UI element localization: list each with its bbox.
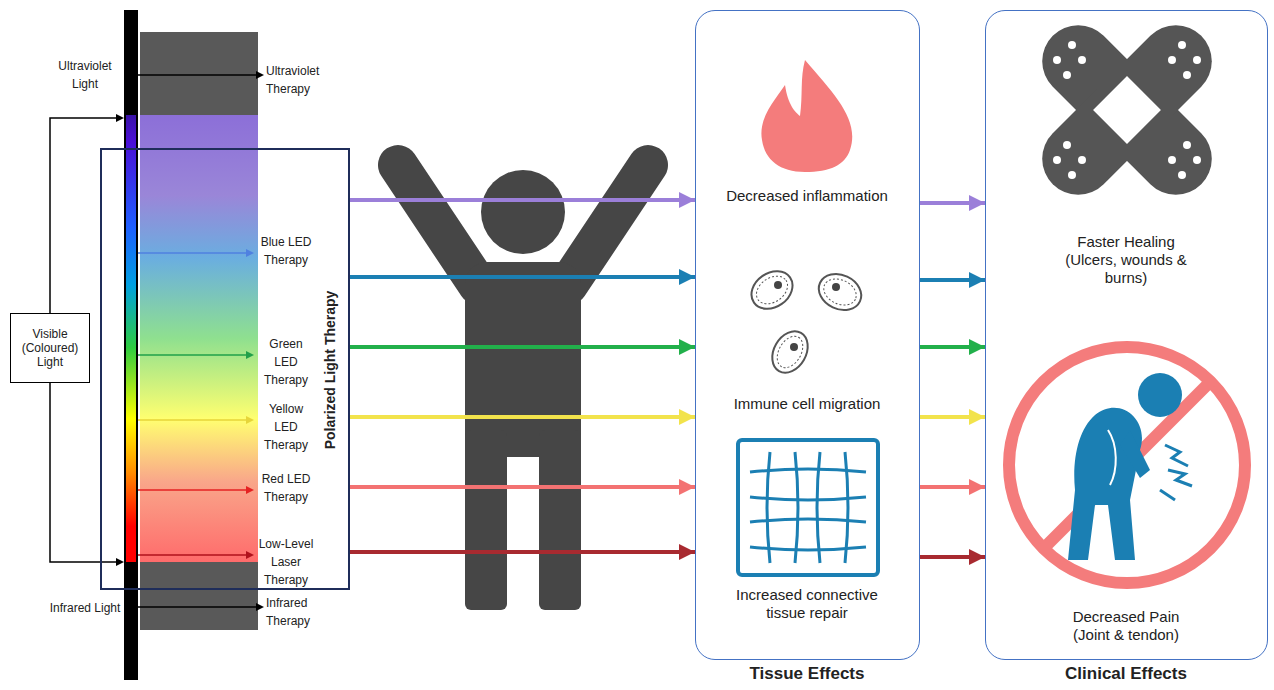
spectrum-label-slot: Blue LED Therapy (256, 232, 316, 268)
effect-arrow (920, 345, 985, 349)
effect-text: Decreased Pain (Joint & tendon) (1073, 608, 1180, 643)
effect-arrow (350, 275, 695, 279)
bracket-arrowhead (116, 558, 124, 566)
effect-arrow (920, 485, 985, 489)
spectrum-label: Yellow LED Therapy (264, 402, 308, 452)
leader-lines (138, 71, 264, 611)
spectrum-label: Infrared Light (50, 601, 121, 615)
effect-arrow (350, 198, 695, 202)
spectrum-label-slot: Yellow LED Therapy (256, 399, 316, 453)
effect-arrow (350, 550, 695, 554)
effect-arrow (920, 201, 985, 205)
group-title: Polarized Light Therapy (322, 291, 338, 450)
effect-text-slot: Clinical Effects (986, 664, 1266, 684)
spectrum-label: Red LED Therapy (262, 472, 311, 504)
tissue-effects-panel: Decreased inflammationImmune cell migrat… (695, 10, 920, 660)
effect-text-slot: Tissue Effects (686, 664, 928, 684)
clinical-effects-panel: Faster Healing (Ulcers, wounds & burns) D… (985, 10, 1268, 660)
effect-text-slot: Immune cell migration (704, 395, 910, 413)
spectrum-gradient (126, 115, 136, 562)
effect-text: Increased connective tissue repair (736, 586, 878, 621)
effect-arrow (350, 485, 695, 489)
effect-arrow (920, 555, 985, 559)
spectrum-label-slot: Low-Level Laser Therapy (256, 534, 316, 588)
spectrum-label: Green LED Therapy (264, 337, 308, 387)
spectrum-label-slot: Ultraviolet Light (48, 56, 122, 92)
spectrum-label: Ultraviolet Light (58, 59, 111, 91)
effect-arrow (350, 345, 695, 349)
effect-text: Immune cell migration (734, 395, 881, 412)
effect-text: Clinical Effects (1065, 664, 1187, 683)
no-pain-icon (1009, 347, 1245, 583)
effect-text-slot: Faster Healing (Ulcers, wounds & burns) (1051, 233, 1201, 287)
spectrum-label-slot: Infrared Light (48, 598, 122, 616)
bracket-label-box: Visible (Coloured) Light (10, 313, 90, 383)
uv-band (140, 32, 258, 115)
visible-band (140, 115, 258, 562)
effect-arrow (920, 415, 985, 419)
bandage-icon (1027, 10, 1226, 209)
therapy-group-box: Polarized Light Therapy (100, 148, 350, 590)
flame-icon (761, 60, 852, 172)
effect-text: Decreased inflammation (726, 187, 888, 204)
spectrum-label-slot: Red LED Therapy (256, 469, 316, 505)
spectrum-label: Low-Level Laser Therapy (259, 537, 314, 587)
effect-text: Tissue Effects (750, 664, 865, 683)
box-text: Visible (Coloured) Light (15, 327, 85, 369)
bracket-arrowhead (116, 114, 124, 122)
human-figure (398, 165, 648, 610)
spectrum-label: Infrared Therapy (266, 596, 310, 628)
ir-band (140, 562, 258, 630)
effect-text-slot: Decreased Pain (Joint & tendon) (1063, 608, 1189, 644)
effect-arrow (350, 415, 695, 419)
immune-cells-icon (744, 263, 867, 379)
effect-text-slot: Increased connective tissue repair (716, 586, 898, 622)
tissue-grid-icon (738, 440, 878, 575)
spectrum-label-slot: Ultraviolet Therapy (266, 61, 342, 97)
effect-arrow (920, 278, 985, 282)
effect-text: Faster Healing (Ulcers, wounds & burns) (1065, 233, 1187, 286)
spectrum-label: Blue LED Therapy (261, 235, 312, 267)
spectrum-label-slot: Green LED Therapy (256, 334, 316, 388)
spectrum-label: Ultraviolet Therapy (266, 64, 319, 96)
spectrum-label-slot: Infrared Therapy (266, 593, 342, 629)
spectrum-bar (124, 10, 138, 680)
effect-text-slot: Decreased inflammation (704, 187, 910, 205)
